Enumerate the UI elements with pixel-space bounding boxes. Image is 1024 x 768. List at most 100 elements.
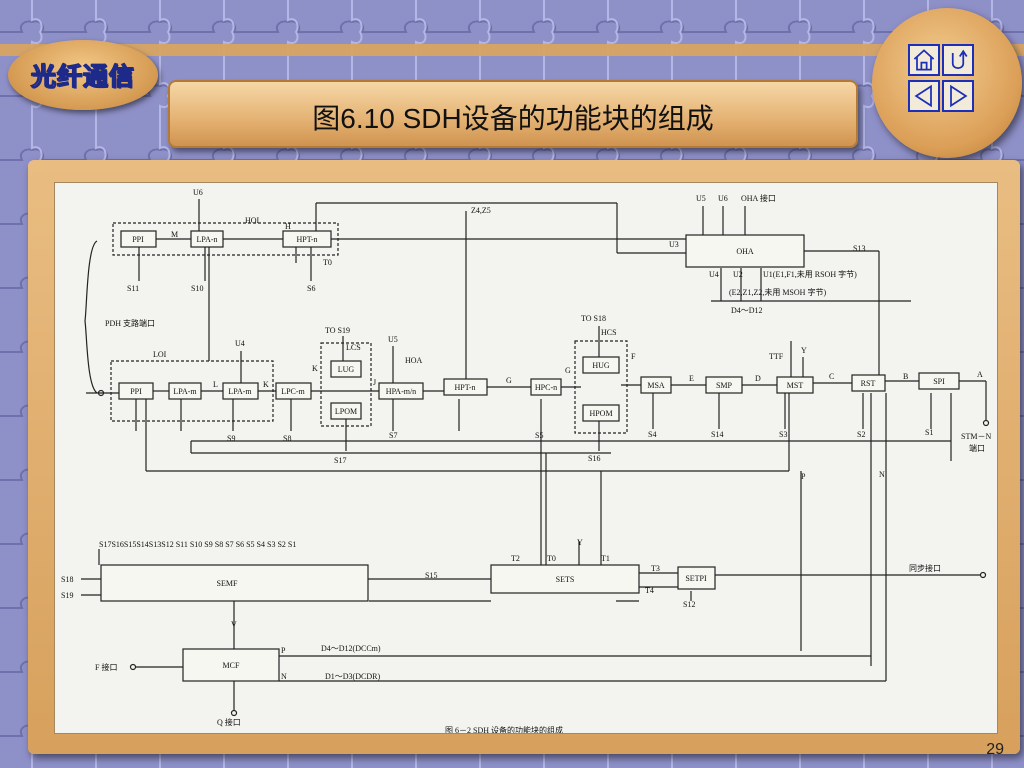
label-s5: S5 xyxy=(535,431,543,440)
label-s14: S14 xyxy=(711,430,723,439)
label-y: Y xyxy=(801,346,807,355)
label-j: J xyxy=(373,378,376,387)
label-u1: U1(E1,F1,未用 RSOH 字节) xyxy=(763,269,857,279)
label-pdh: PDH 支路端口 xyxy=(105,318,155,328)
label-to-s19: TO S19 xyxy=(325,326,350,335)
label-n: N xyxy=(879,470,885,479)
block-hug: HUG xyxy=(592,361,610,370)
label-s18: S18 xyxy=(61,575,73,584)
next-icon xyxy=(950,84,968,108)
label-m: M xyxy=(171,230,178,239)
block-smp: SMP xyxy=(716,381,733,390)
block-lpom: LPOM xyxy=(335,407,357,416)
label-s6: S6 xyxy=(307,284,315,293)
block-lpa-m1: LPA-m xyxy=(173,387,197,396)
block-hpt-n: HPT-n xyxy=(454,383,475,392)
label-s13: S13 xyxy=(853,244,865,253)
label-t3: T3 xyxy=(651,564,660,573)
label-n2: N xyxy=(281,672,287,681)
prev-icon xyxy=(914,84,932,108)
label-l: L xyxy=(213,380,218,389)
label-z4z5: Z4,Z5 xyxy=(471,206,491,215)
label-stm-port: 端口 xyxy=(969,443,985,453)
label-dcc-m: D4～D12(DCCm) xyxy=(321,644,381,653)
label-hoi: HOI xyxy=(245,216,260,225)
block-semf: SEMF xyxy=(217,579,238,588)
title-bar: 图6.10 SDH设备的功能块的组成 xyxy=(168,80,858,148)
block-lpa-m2: LPA-m xyxy=(228,387,252,396)
prev-button[interactable] xyxy=(908,80,940,112)
label-hoa: HOA xyxy=(405,356,423,365)
block-hpc-n: HPC-n xyxy=(535,383,557,392)
label-t2: T2 xyxy=(511,554,520,563)
label-s4: S4 xyxy=(648,430,656,439)
label-k2: K xyxy=(312,364,318,373)
block-spi: SPI xyxy=(933,377,945,386)
block-lpa-n: LPA-n xyxy=(196,235,217,244)
label-f-port: F 接口 xyxy=(95,662,117,672)
label-caption: 图 6－2 SDH 设备的功能块的组成 xyxy=(445,725,563,733)
label-loi: LOI xyxy=(153,350,167,359)
block-hpom: HPOM xyxy=(589,409,612,418)
return-button[interactable] xyxy=(942,44,974,76)
label-e: E xyxy=(689,374,694,383)
label-g2: G xyxy=(565,366,571,375)
label-b: B xyxy=(903,372,908,381)
label-u6: U6 xyxy=(193,188,203,197)
label-s11: S11 xyxy=(127,284,139,293)
block-lpc-m: LPC-m xyxy=(281,387,305,396)
label-u3: U3 xyxy=(669,240,679,249)
label-dcc-r: D1～D3(DCDR) xyxy=(325,672,380,681)
block-setpi: SETPI xyxy=(685,574,707,583)
label-s2: S2 xyxy=(857,430,865,439)
label-oha-port: OHA 接口 xyxy=(741,193,776,203)
label-u4: U4 xyxy=(235,339,245,348)
label-s8: S8 xyxy=(283,434,291,443)
label-y2: Y xyxy=(577,538,583,547)
block-rst: RST xyxy=(861,379,876,388)
label-s12: S12 xyxy=(683,600,695,609)
label-k: K xyxy=(263,380,269,389)
label-s10: S10 xyxy=(191,284,203,293)
label-t4: T4 xyxy=(645,586,654,595)
label-s-list: S17S16S15S14S13S12 S11 S10 S9 S8 S7 S6 S… xyxy=(99,540,296,549)
label-hcs: HCS xyxy=(601,328,617,337)
label-v: V xyxy=(231,620,237,629)
label-e2: (E2,Z1,Z2,未用 MSOH 字节) xyxy=(729,287,826,297)
label-t0: T0 xyxy=(323,258,332,267)
block-hpt-n-top: HPT-n xyxy=(296,235,317,244)
label-ttf: TTF xyxy=(769,352,784,361)
next-button[interactable] xyxy=(942,80,974,112)
label-s16: S16 xyxy=(588,454,600,463)
label-to-s18: TO S18 xyxy=(581,314,606,323)
page-number: 29 xyxy=(986,741,1004,758)
page-title: 图6.10 SDH设备的功能块的组成 xyxy=(312,103,714,134)
block-ppi-low: PPI xyxy=(130,387,142,396)
label-h: H xyxy=(285,222,291,231)
label-sync: 同步接口 xyxy=(909,563,941,573)
label-p2: P xyxy=(281,646,286,655)
block-hpa: HPA-m/n xyxy=(386,387,416,396)
block-msa: MSA xyxy=(647,381,665,390)
label-s17: S17 xyxy=(334,456,346,465)
sdh-diagram: PPI LPA-n HPT-n PPI LPA-m LPA-m LPC-m LU… xyxy=(54,182,998,735)
block-mcf: MCF xyxy=(223,661,240,670)
return-icon xyxy=(951,49,968,69)
label-t1: T1 xyxy=(601,554,610,563)
nav-panel xyxy=(872,8,1022,158)
label-s3: S3 xyxy=(779,430,787,439)
logo: 光纤通信 xyxy=(8,40,158,110)
block-ppi-top: PPI xyxy=(132,235,144,244)
label-s1: S1 xyxy=(925,428,933,437)
label-u5: U5 xyxy=(388,335,398,344)
label-u6b: U6 xyxy=(718,194,728,203)
home-button[interactable] xyxy=(908,44,940,76)
label-f: F xyxy=(631,352,636,361)
label-p: P xyxy=(801,472,806,481)
label-t0b: T0 xyxy=(547,554,556,563)
label-s7: S7 xyxy=(389,431,397,440)
label-u5b: U5 xyxy=(696,194,706,203)
label-d4d12: D4～D12 xyxy=(731,306,763,315)
block-lug: LUG xyxy=(338,365,355,374)
label-s15: S15 xyxy=(425,571,437,580)
